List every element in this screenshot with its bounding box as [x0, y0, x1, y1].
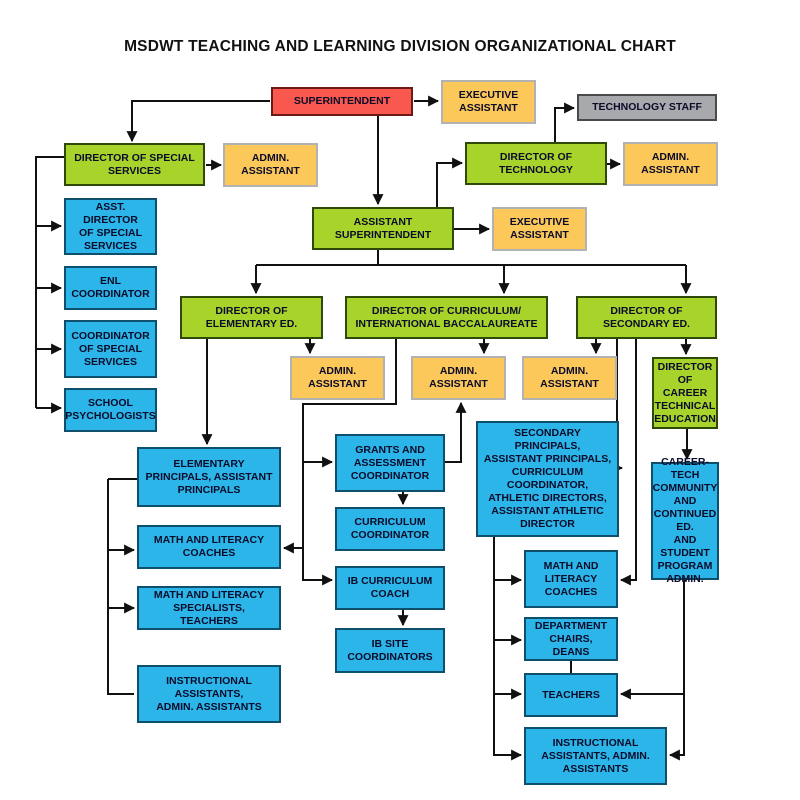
connector-line: [302, 339, 397, 586]
curriculum-admin-assistant-box[interactable]: ADMIN. ASSISTANT: [411, 356, 506, 400]
superintendent-box[interactable]: SUPERINTENDENT: [271, 87, 413, 116]
assistant-superintendent-box[interactable]: ASSISTANT SUPERINTENDENT: [312, 207, 454, 250]
enl-coordinator-box[interactable]: ENL COORDINATOR: [64, 266, 157, 310]
director-elementary-box[interactable]: DIRECTOR OF ELEMENTARY ED.: [180, 296, 323, 339]
special-services-admin-assistant-box[interactable]: ADMIN. ASSISTANT: [223, 143, 318, 187]
connector-line: [619, 580, 685, 700]
director-secondary-box[interactable]: DIRECTOR OF SECONDARY ED.: [576, 296, 717, 339]
department-chairs-box[interactable]: DEPARTMENT CHAIRS, DEANS: [524, 617, 618, 661]
assistant-superintendent-executive-assistant-box[interactable]: EXECUTIVE ASSISTANT: [492, 207, 587, 251]
connector-line: [107, 479, 134, 695]
secondary-principals-box[interactable]: SECONDARY PRINCIPALS, ASSISTANT PRINCIPA…: [476, 421, 619, 537]
connector-line: [554, 102, 576, 142]
technology-staff-box[interactable]: TECHNOLOGY STAFF: [577, 94, 717, 121]
career-tech-community-box[interactable]: CAREER-TECH COMMUNITY AND CONTINUED ED. …: [651, 456, 719, 585]
elementary-admin-assistant-box[interactable]: ADMIN. ASSISTANT: [290, 356, 385, 400]
teachers-box[interactable]: TEACHERS: [524, 673, 618, 717]
secondary-math-literacy-coaches-box[interactable]: MATH AND LITERACY COACHES: [524, 550, 618, 608]
connector-line: [668, 694, 685, 761]
director-special-services-box[interactable]: DIRECTOR OF SPECIAL SERVICES: [64, 143, 205, 186]
elementary-principals-box[interactable]: ELEMENTARY PRINCIPALS, ASSISTANT PRINCIP…: [137, 447, 281, 507]
math-literacy-specialists-box[interactable]: MATH AND LITERACY SPECIALISTS, TEACHERS: [137, 586, 281, 630]
grants-assessment-coordinator-box[interactable]: GRANTS AND ASSESSMENT COORDINATOR: [335, 434, 445, 492]
coordinator-special-services-box[interactable]: COORDINATOR OF SPECIAL SERVICES: [64, 320, 157, 378]
elementary-math-literacy-coaches-box[interactable]: MATH AND LITERACY COACHES: [137, 525, 281, 569]
director-technology-box[interactable]: DIRECTOR OF TECHNOLOGY: [465, 142, 607, 185]
chart-title: MSDWT TEACHING AND LEARNING DIVISION ORG…: [124, 38, 676, 55]
secondary-admin-assistant-box[interactable]: ADMIN. ASSISTANT: [522, 356, 617, 400]
connector-line: [493, 537, 523, 761]
secondary-instructional-assistants-box[interactable]: INSTRUCTIONAL ASSISTANTS, ADMIN. ASSISTA…: [524, 727, 667, 785]
curriculum-coordinator-box[interactable]: CURRICULUM COORDINATOR: [335, 507, 445, 551]
connector-line: [126, 100, 270, 143]
asst-director-special-services-box[interactable]: ASST. DIRECTOR OF SPECIAL SERVICES: [64, 198, 157, 255]
executive-assistant-box[interactable]: EXECUTIVE ASSISTANT: [441, 80, 536, 124]
school-psychologists-box[interactable]: SCHOOL PSYCHOLOGISTS: [64, 388, 157, 432]
elementary-instructional-assistants-box[interactable]: INSTRUCTIONAL ASSISTANTS, ADMIN. ASSISTA…: [137, 665, 281, 723]
director-curriculum-box[interactable]: DIRECTOR OF CURRICULUM/ INTERNATIONAL BA…: [345, 296, 548, 339]
connector-line: [445, 401, 467, 463]
connector-line: [35, 156, 64, 408]
technology-admin-assistant-box[interactable]: ADMIN. ASSISTANT: [623, 142, 718, 186]
director-career-technical-box[interactable]: DIRECTOR OF CAREER TECHNICAL EDUCATION: [652, 357, 718, 429]
ib-site-coordinators-box[interactable]: IB SITE COORDINATORS: [335, 628, 445, 673]
ib-curriculum-coach-box[interactable]: IB CURRICULUM COACH: [335, 566, 445, 610]
connector-line: [619, 339, 637, 586]
